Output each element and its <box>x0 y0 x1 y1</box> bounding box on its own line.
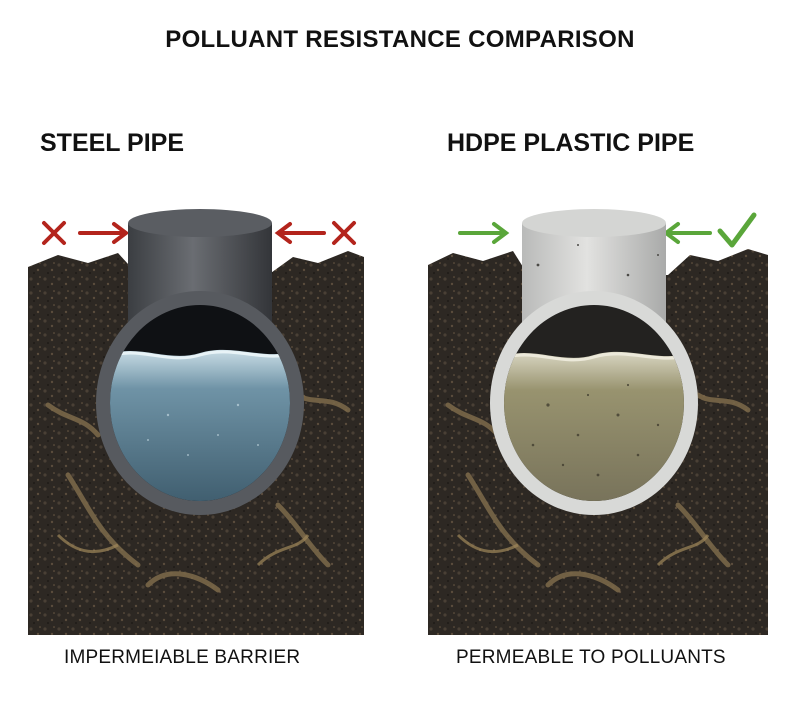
steel-pipe-heading: STEEL PIPE <box>40 129 185 157</box>
hdpe-pipe-illustration <box>428 209 768 635</box>
contaminated-water <box>504 351 684 501</box>
roots <box>45 392 351 593</box>
steel-pipe-caption: IMPERMEIABLE BARRIER <box>64 647 301 668</box>
hdpe-pipe-caption: PERMEABLE TO POLLUANTS <box>456 647 726 668</box>
arrow-left-icon <box>662 222 712 244</box>
cross-icon-right <box>332 221 356 245</box>
hdpe-pipe-heading: HDPE PLASTIC PIPE <box>447 129 695 157</box>
cross-icon-left <box>42 221 66 245</box>
checkmark-icon <box>717 212 757 248</box>
clean-water <box>110 349 290 501</box>
arrow-right-icon <box>458 222 510 244</box>
arrow-right-icon <box>78 222 130 244</box>
page-title: POLLUANT RESISTANCE COMPARISON <box>165 26 635 53</box>
steel-pipe-illustration <box>28 209 364 635</box>
arrow-left-icon <box>274 222 326 244</box>
